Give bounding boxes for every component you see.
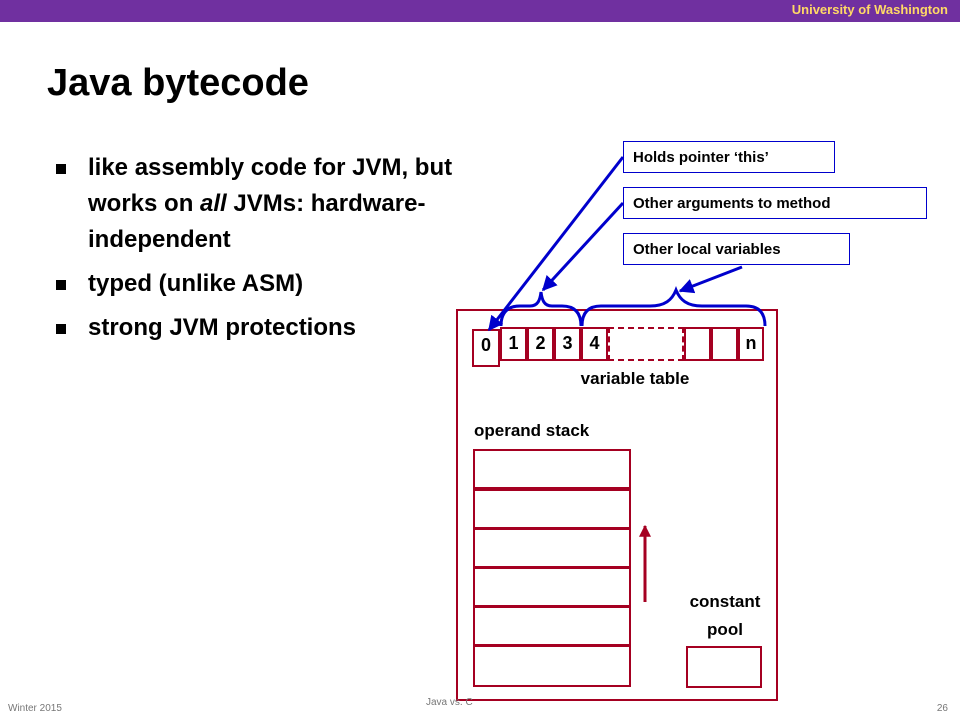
- constant-pool-box: [686, 646, 762, 688]
- callout-method-arguments: Other arguments to method: [623, 187, 927, 219]
- bullet-text: strong JVM protections: [88, 314, 357, 341]
- bullet-item: like assembly code for JVM, but works on…: [52, 150, 482, 258]
- bullet-text-emphasis: all: [200, 190, 227, 217]
- bullet-list: like assembly code for JVM, but works on…: [52, 150, 482, 354]
- variable-slot-blank: [684, 327, 711, 361]
- variable-slot-blank: [711, 327, 738, 361]
- bullet-marker-icon: [56, 324, 66, 334]
- footer-page-number: 26: [936, 703, 948, 714]
- this-pointer-arrow: [487, 156, 625, 332]
- operand-stack-slot: [473, 645, 631, 687]
- constant-pool-label: constant pool: [670, 588, 780, 644]
- arguments-brace-icon: [499, 291, 583, 327]
- locals-arrow: [678, 265, 743, 294]
- locals-brace-icon: [580, 285, 767, 327]
- stack-frame: [456, 309, 778, 701]
- operand-stack-label: operand stack: [474, 421, 590, 440]
- bullet-text: typed (unlike ASM): [88, 270, 304, 297]
- variable-slot-3: 3: [554, 327, 581, 361]
- callout-local-variables: Other local variables: [623, 233, 850, 265]
- slide-title: Java bytecode: [47, 62, 309, 104]
- variable-slot-4: 4: [581, 327, 608, 361]
- variable-slot-ellipsis: [608, 327, 684, 361]
- bullet-text-lead: like assembly code for JVM, but works on: [88, 154, 453, 217]
- variable-slot-2: 2: [527, 327, 554, 361]
- bullet-marker-icon: [56, 164, 66, 174]
- variable-slot-1: 1: [500, 327, 527, 361]
- constant-pool-label-line2: pool: [707, 620, 743, 639]
- bullet-item: strong JVM protections: [52, 310, 482, 346]
- header-bar: University of Washington: [0, 0, 960, 22]
- variable-table-label: variable table: [580, 369, 690, 388]
- footer-term: Winter 2015: [8, 703, 62, 714]
- callout-this-pointer: Holds pointer ‘this’: [623, 141, 835, 173]
- arguments-arrow: [541, 201, 625, 292]
- bullet-item: typed (unlike ASM): [52, 266, 482, 302]
- constant-pool-label-line1: constant: [689, 592, 761, 611]
- variable-slot-0: 0: [472, 329, 500, 367]
- variable-slot-n: n: [738, 327, 764, 361]
- operand-stack-slot: [473, 449, 631, 489]
- bullet-marker-icon: [56, 280, 66, 290]
- footer-topic: Java vs. C: [426, 697, 473, 708]
- institution-name: University of Washington: [791, 2, 948, 17]
- bullet-text-tail: JVMs: hardware-independent: [88, 190, 426, 253]
